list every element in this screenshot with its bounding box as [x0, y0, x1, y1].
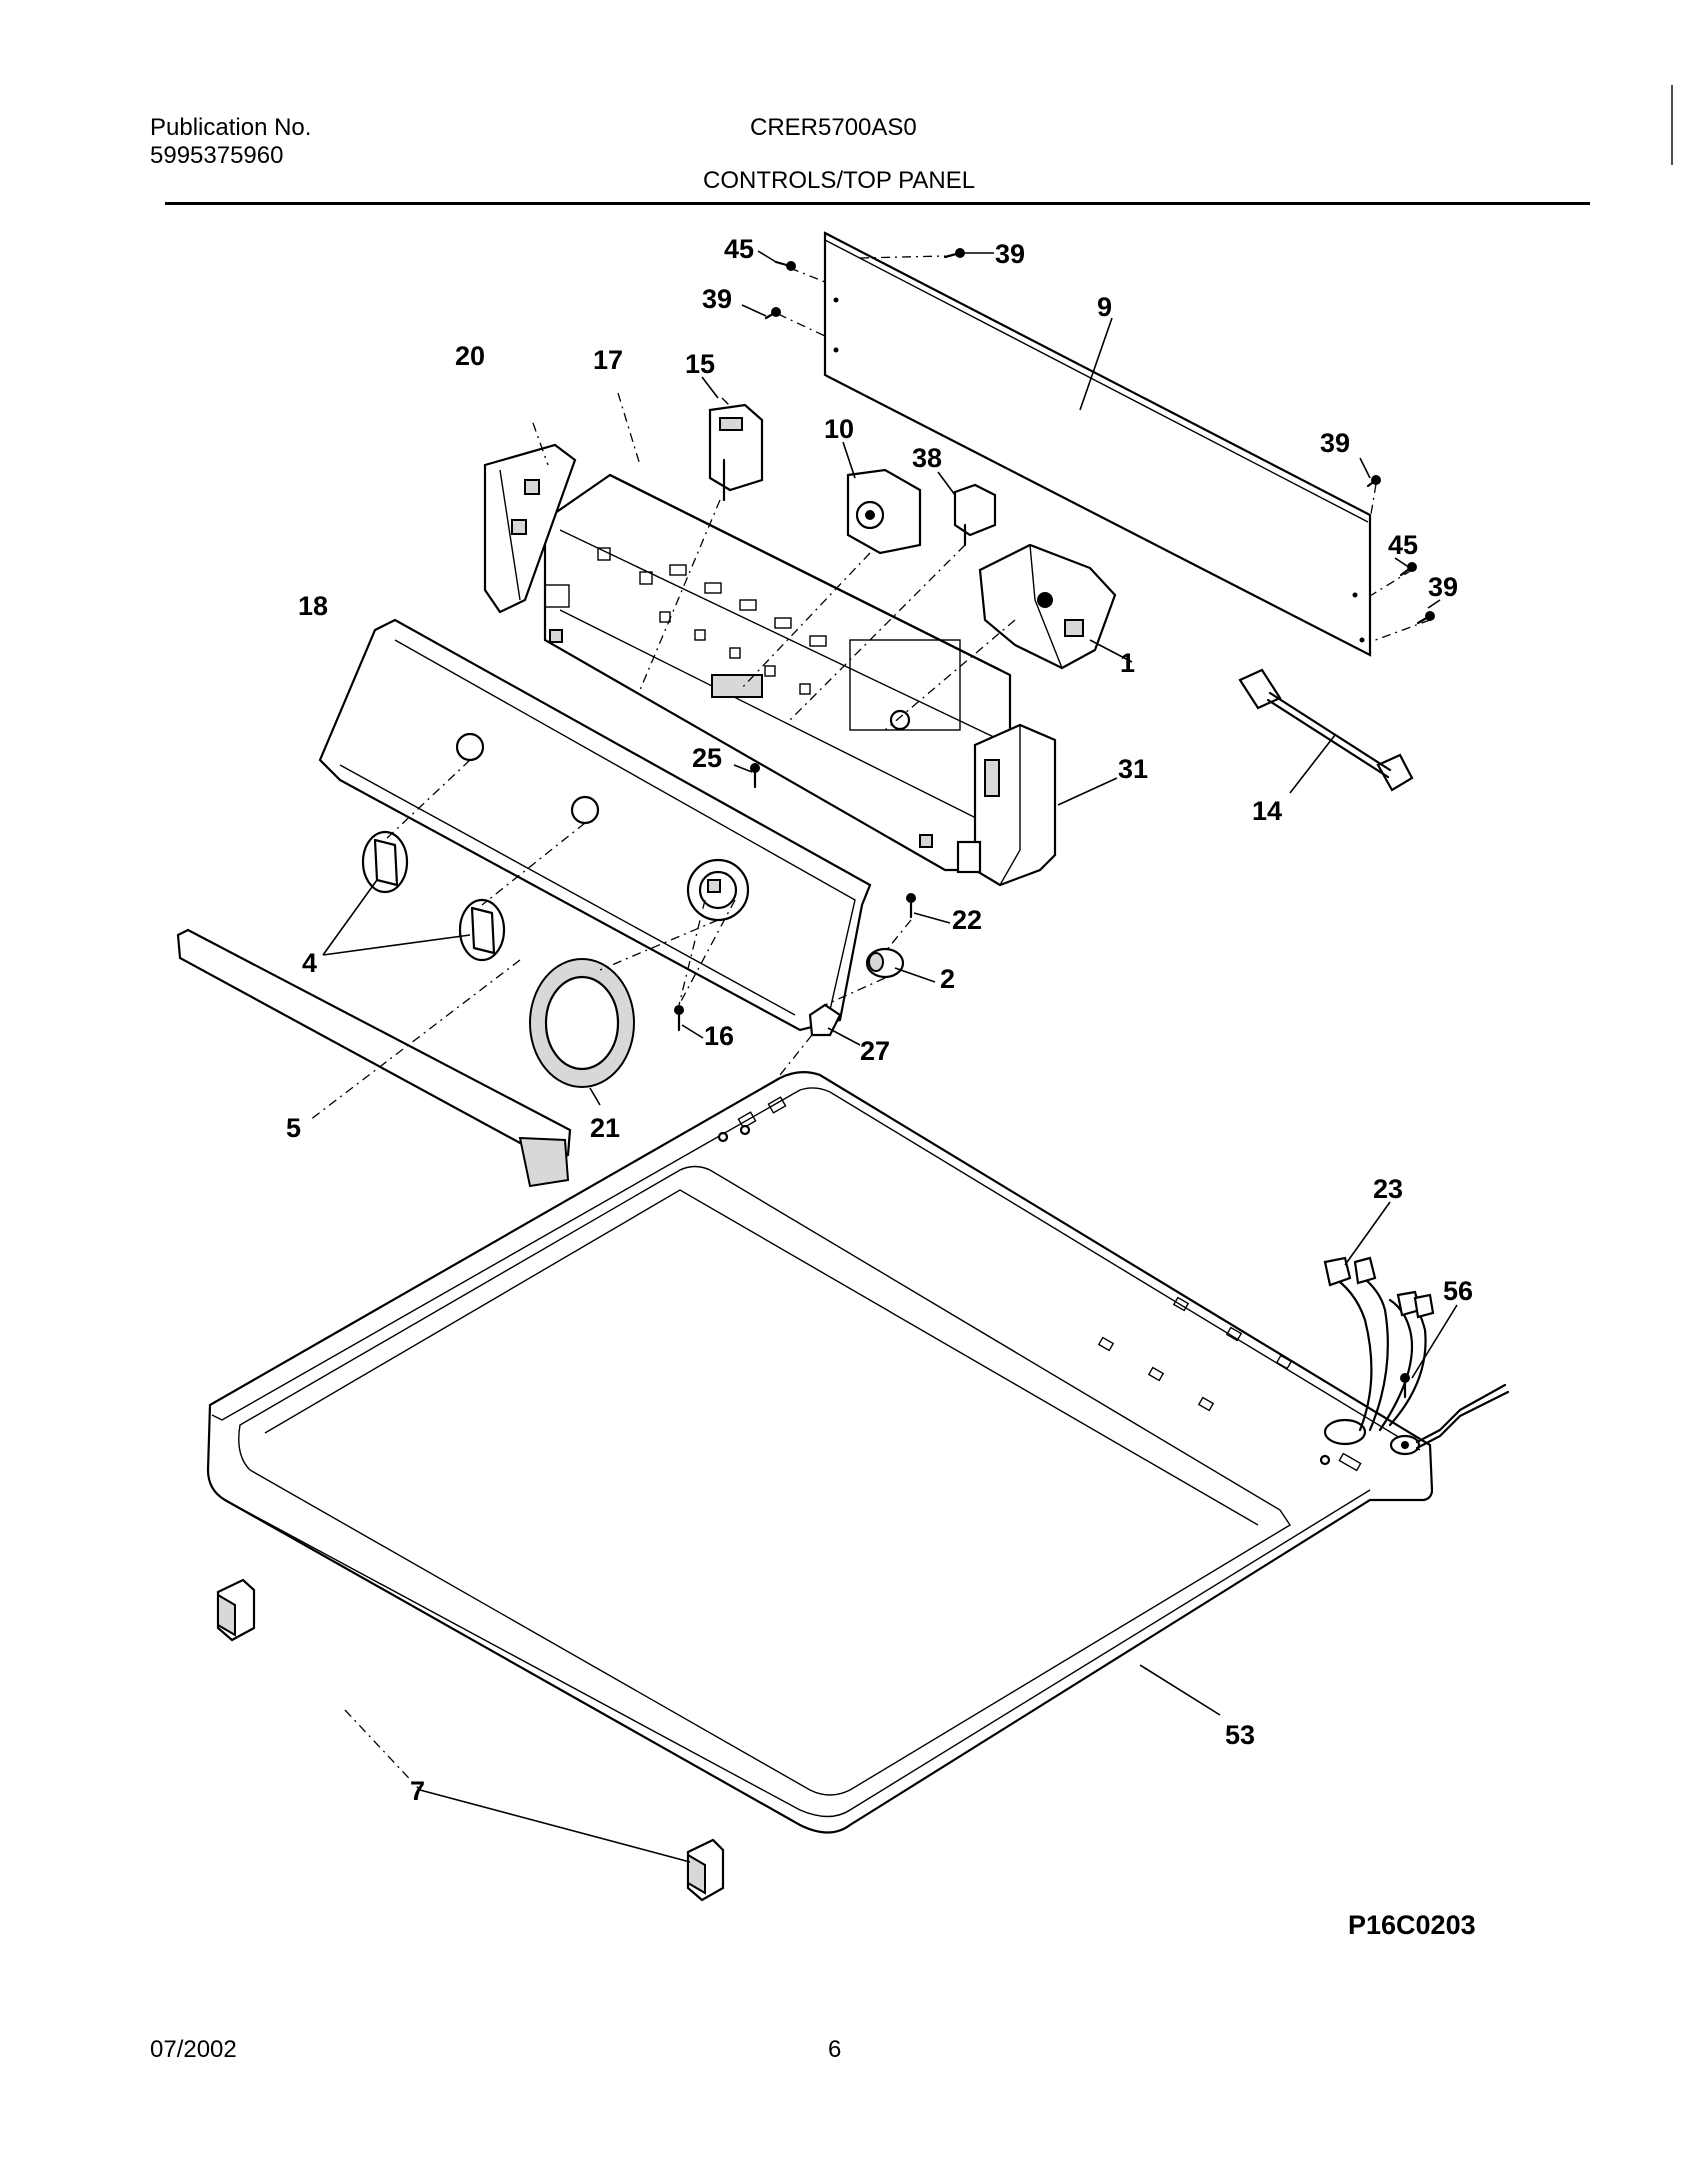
- part-27-clip: [808, 1003, 842, 1037]
- callout-10: 10: [824, 414, 854, 444]
- screw-45-right: [1399, 562, 1417, 577]
- part-4-knobs: [361, 830, 506, 962]
- callout-9: 9: [1097, 292, 1112, 322]
- callout-38: 38: [912, 443, 942, 473]
- callout-45-top: 45: [724, 234, 754, 264]
- part-53-top-panel: [206, 1071, 1434, 1834]
- callout-17: 17: [593, 345, 623, 375]
- callout-18: 18: [298, 591, 328, 621]
- callout-56: 56: [1443, 1276, 1473, 1306]
- callout-2: 2: [940, 964, 955, 994]
- callout-labels: 45 39 39 9 20 17 15 10 38 39 45 39 18 1 …: [286, 234, 1476, 1940]
- callout-1: 1: [1120, 648, 1135, 678]
- callout-5: 5: [286, 1113, 301, 1143]
- callout-53: 53: [1225, 1720, 1255, 1750]
- figure-code: P16C0203: [1348, 1910, 1476, 1940]
- header-rule: [165, 202, 1590, 205]
- screw-16: [674, 1005, 684, 1032]
- callout-25: 25: [692, 743, 722, 773]
- callout-14: 14: [1252, 796, 1282, 826]
- part-23-harness: [1323, 1256, 1435, 1432]
- callout-23: 23: [1373, 1174, 1403, 1204]
- publication-number: 5995375960: [150, 142, 284, 169]
- callout-45-right: 45: [1388, 530, 1418, 560]
- callout-7: 7: [410, 1776, 425, 1806]
- part-7-clips: [216, 1578, 725, 1902]
- section-title: CONTROLS/TOP PANEL: [703, 167, 976, 194]
- callout-4: 4: [302, 948, 317, 978]
- part-20-left-end-cap: [483, 443, 577, 614]
- screw-39-top: [943, 248, 965, 259]
- part-1-switch-housing: [978, 543, 1117, 670]
- part-5-trim-strip: [176, 928, 572, 1188]
- footer-date: 07/2002: [150, 2036, 237, 2063]
- callout-39-right-b: 39: [1428, 572, 1458, 602]
- callout-15: 15: [685, 349, 715, 379]
- part-21-dial-knob: [529, 958, 635, 1088]
- callout-21: 21: [590, 1113, 620, 1143]
- publication-label: Publication No.: [150, 114, 312, 141]
- part-10-timer: [846, 468, 922, 555]
- leader-lines: [322, 250, 1458, 1863]
- callout-16: 16: [704, 1021, 734, 1051]
- callout-39-right-a: 39: [1320, 428, 1350, 458]
- callout-20: 20: [455, 341, 485, 371]
- page-number: 6: [828, 2036, 842, 2063]
- screw-22: [906, 893, 916, 919]
- part-31-right-end-cap: [956, 723, 1057, 887]
- screw-39-left: [764, 307, 781, 320]
- ground-wire: [1389, 1383, 1510, 1456]
- screw-parts: [674, 248, 1435, 1399]
- part-14-wire-harness: [1238, 668, 1414, 792]
- screw-25: [750, 763, 760, 789]
- screw-39-right-b: [1416, 611, 1435, 625]
- model-number: CRER5700AS0: [750, 114, 917, 141]
- screw-39-right-a: [1366, 475, 1381, 488]
- callout-31: 31: [1118, 754, 1148, 784]
- part-38-switch: [953, 483, 997, 547]
- part-2-bushing: [865, 947, 905, 979]
- part-15-switch: [708, 403, 764, 502]
- callout-27: 27: [860, 1036, 890, 1066]
- callout-39-left: 39: [702, 284, 732, 314]
- callout-22: 22: [952, 905, 982, 935]
- screw-45-top: [774, 260, 796, 271]
- part-9-rear-panel: [823, 231, 1372, 657]
- callout-39-top: 39: [995, 239, 1025, 269]
